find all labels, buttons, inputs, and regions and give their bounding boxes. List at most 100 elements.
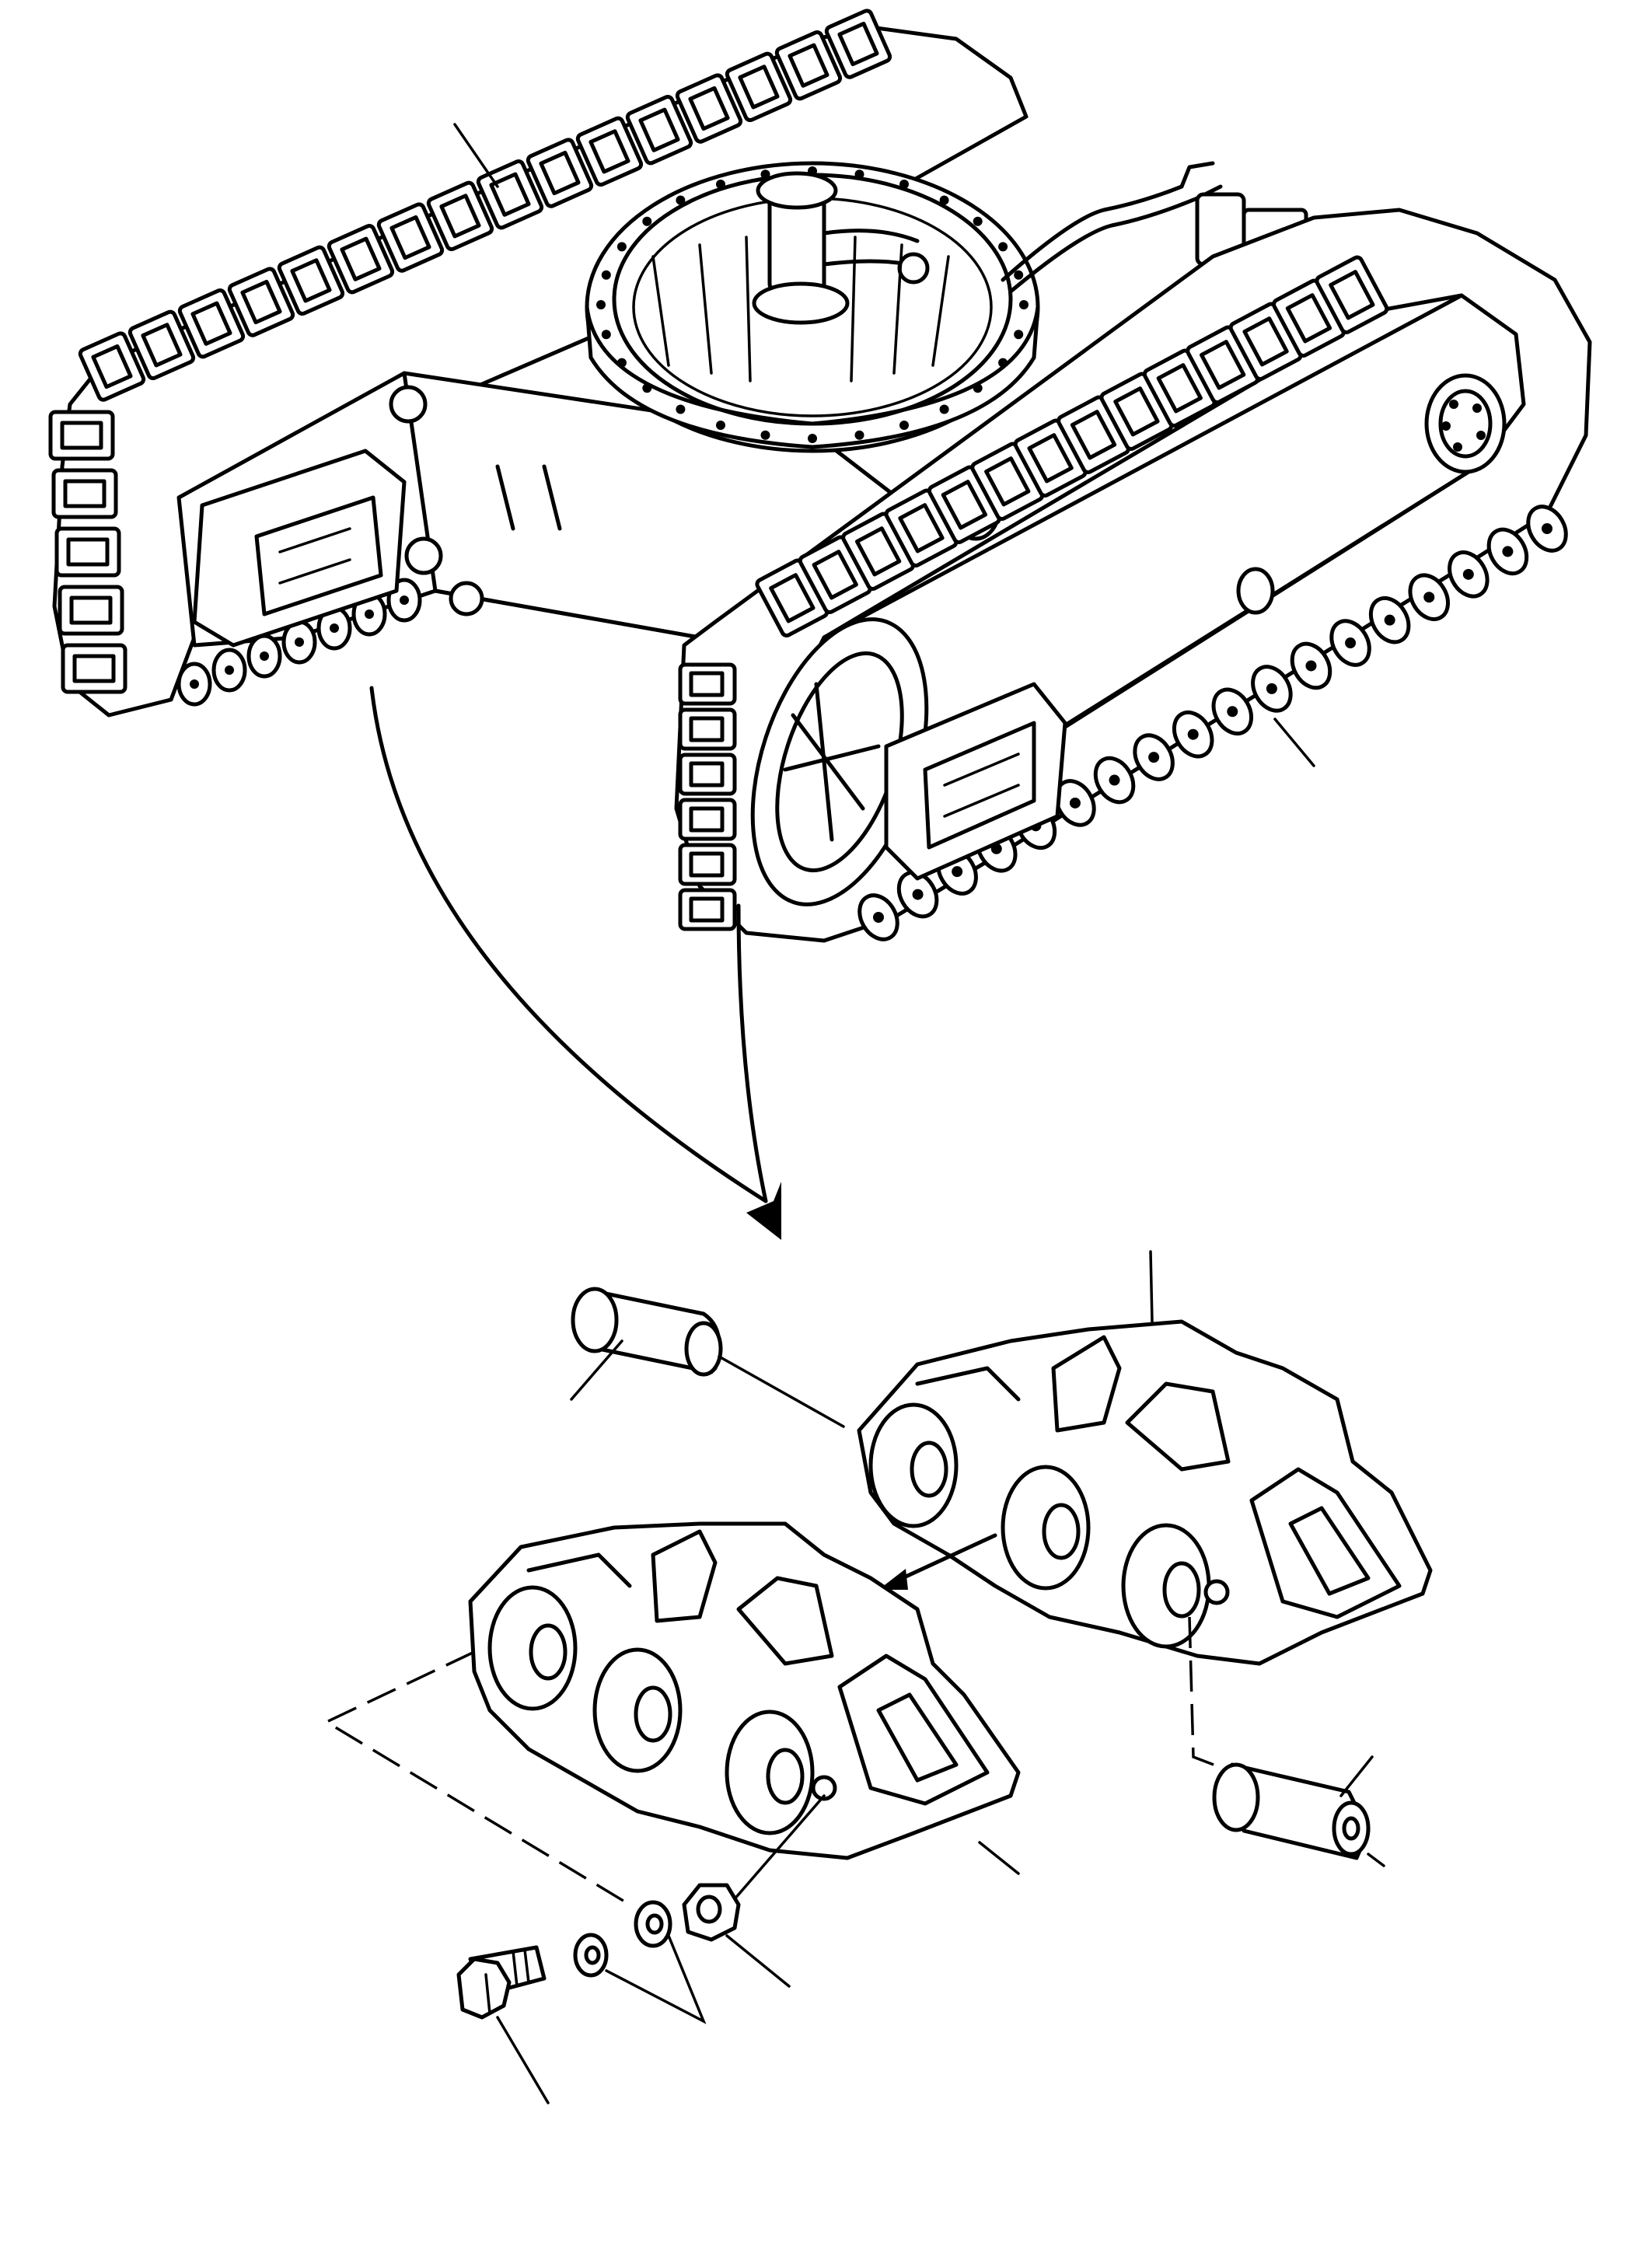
track-shoe-grouser: [66, 537, 110, 567]
track-link-pin: [400, 595, 409, 605]
ring-bolt-hole: [939, 195, 949, 205]
ring-bolt-hole: [899, 180, 909, 189]
track-shoe-grouser: [439, 194, 481, 239]
track-shoe-grouser: [63, 479, 107, 508]
track-shoe: [78, 331, 146, 402]
track-shoe-grouser: [1329, 270, 1375, 320]
track-link-pin: [1423, 592, 1435, 603]
track-link-pin: [1542, 523, 1552, 534]
track-shoe-plate: [526, 138, 594, 208]
track-link-pin: [1345, 637, 1357, 649]
ring-bolt-hole: [676, 195, 686, 205]
track-shoe-plate: [58, 585, 124, 636]
track-shoes-near: [678, 255, 1389, 931]
track-shoe-grouser: [91, 344, 133, 389]
track-link-pin: [1227, 706, 1238, 718]
track-shoe-plate: [327, 224, 395, 295]
leader-line-pin-lower-2: [1367, 1853, 1385, 1867]
track-shoe-grouser: [689, 716, 725, 742]
ring-bolt-hole: [596, 300, 606, 309]
track-shoe: [51, 468, 118, 519]
track-link-pin: [952, 866, 963, 878]
track-shoe-plate: [51, 468, 118, 519]
track-shoe-grouser: [941, 480, 988, 530]
track-shoe-plate: [675, 73, 743, 144]
track-shoe-grouser: [340, 236, 382, 281]
track-shoe: [526, 138, 594, 208]
leader-line-pin-upper: [570, 1339, 623, 1401]
track-shoe-grouser: [539, 150, 581, 196]
ring-bolt-hole: [854, 430, 864, 440]
track-shoe-plate: [625, 95, 693, 166]
track-link-pin: [1384, 614, 1395, 626]
track-shoe-plate: [376, 202, 445, 273]
ring-bolt-hole: [973, 216, 983, 226]
detail-arrows: [369, 686, 781, 1240]
leader-line-pin-lower: [1339, 1755, 1374, 1797]
ring-bolt-hole: [973, 383, 983, 393]
track-shoe: [774, 30, 843, 101]
bolt: [456, 1945, 550, 2104]
track-shoe-plate: [476, 159, 544, 230]
track-shoe-grouser: [837, 21, 879, 67]
track-shoe: [725, 51, 793, 123]
track-shoe-plate: [426, 180, 494, 252]
track-shoe: [678, 843, 737, 886]
track-shoe: [58, 585, 124, 636]
ring-bolt-hole: [998, 242, 1008, 252]
ring-bolt-hole: [616, 358, 627, 368]
ring-bolt-hole: [998, 358, 1008, 368]
ring-bolt-hole: [1014, 270, 1024, 280]
track-shoe-plate: [678, 843, 737, 886]
leader-line-bolt: [496, 2016, 550, 2104]
track-shoe-plate: [824, 9, 892, 79]
track-shoe: [678, 888, 737, 931]
track-shoe-grouser: [984, 456, 1031, 507]
track-shoe-grouser: [1285, 293, 1332, 344]
ring-bolt-hole: [601, 330, 611, 340]
track-shoe-plate: [177, 288, 246, 359]
track-link-pin: [225, 665, 234, 675]
track-shoe-grouser: [898, 503, 945, 554]
track-shoe-grouser: [69, 595, 113, 625]
track-link-pin: [330, 623, 339, 633]
track-shoe: [127, 309, 196, 381]
leader-line-link-upper: [1149, 1250, 1154, 1323]
track-shoe-grouser: [190, 301, 232, 346]
track-shoe: [678, 753, 737, 796]
track-shoe: [376, 202, 445, 273]
track-shoe-plate: [678, 707, 737, 751]
ring-bolt-hole: [716, 421, 725, 430]
ring-bolt-hole: [642, 383, 652, 393]
track-shoe: [177, 288, 246, 359]
track-shoe-plate: [54, 526, 121, 578]
ring-bolt-hole: [854, 169, 864, 180]
track-shoe-grouser: [72, 654, 116, 683]
axis-line-pin-upper: [718, 1355, 845, 1428]
leader-line-nut: [725, 1934, 791, 1988]
track-link-pin: [1109, 774, 1120, 786]
leader-line-track: [453, 123, 499, 188]
ring-bolt-hole: [601, 270, 611, 280]
track-shoe-grouser: [689, 806, 725, 833]
track-shoe: [54, 526, 121, 578]
track-shoe-grouser: [812, 550, 858, 600]
track-shoe-grouser: [1156, 363, 1203, 414]
track-pin-lower: [1212, 1755, 1385, 1867]
track-shoe-plate: [725, 51, 793, 123]
ring-bolt-hole: [939, 404, 949, 414]
track-shoe: [48, 410, 115, 461]
ring-bolt-hole: [760, 430, 770, 440]
track-link-pin: [1502, 546, 1514, 557]
track-shoe-plate: [78, 331, 146, 402]
track-shoe: [476, 159, 544, 230]
track-shoe: [227, 267, 295, 337]
track-shoe: [277, 245, 345, 316]
track-shoe: [1315, 255, 1389, 335]
leader-line-link-lower: [978, 1841, 1020, 1875]
track-shoe-grouser: [589, 129, 630, 174]
track-shoe-grouser: [1242, 316, 1289, 367]
nut: [682, 1883, 791, 1988]
track-shoe: [678, 662, 737, 706]
